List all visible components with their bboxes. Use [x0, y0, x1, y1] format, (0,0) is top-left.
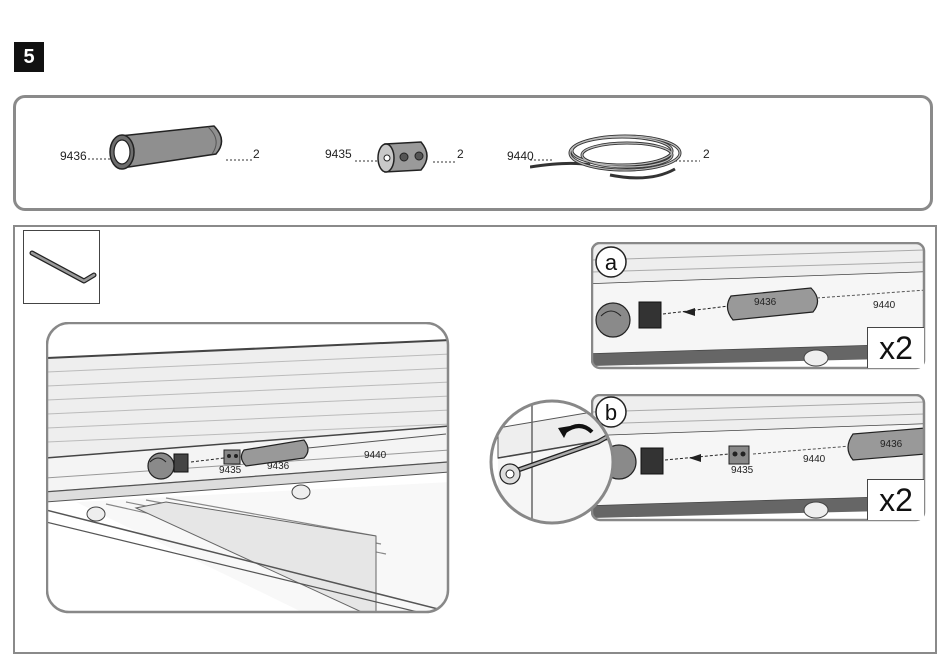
part-qty-9436: 2	[253, 147, 260, 161]
detail-b-label-9440: 9440	[803, 454, 825, 465]
allen-key-icon	[24, 231, 98, 301]
main-label-9440: 9440	[364, 450, 386, 461]
detail-a-label-9440: 9440	[873, 300, 895, 311]
part-code-9436: 9436	[60, 149, 87, 163]
cable-clamp-icon	[355, 136, 465, 181]
detail-a-label-9436: 9436	[754, 297, 776, 308]
detail-b-label-9435: 9435	[731, 465, 753, 476]
cable-coil-icon	[530, 125, 710, 190]
part-code-9435: 9435	[325, 147, 352, 161]
main-label-9436: 9436	[267, 461, 289, 472]
tool-box	[23, 230, 100, 304]
part-qty-9435: 2	[457, 147, 464, 161]
tighten-magnifier	[488, 398, 616, 526]
detail-a-multiplier: x2	[867, 327, 924, 368]
tube-sleeve-icon	[88, 120, 268, 185]
part-qty-9440: 2	[703, 147, 710, 161]
main-assembly-view	[46, 322, 450, 614]
detail-b-label-9436: 9436	[880, 439, 902, 450]
main-label-9435: 9435	[219, 465, 241, 476]
detail-b-multiplier: x2	[867, 479, 924, 520]
detail-a-letter: a	[605, 250, 618, 275]
step-number: 5	[14, 42, 44, 72]
